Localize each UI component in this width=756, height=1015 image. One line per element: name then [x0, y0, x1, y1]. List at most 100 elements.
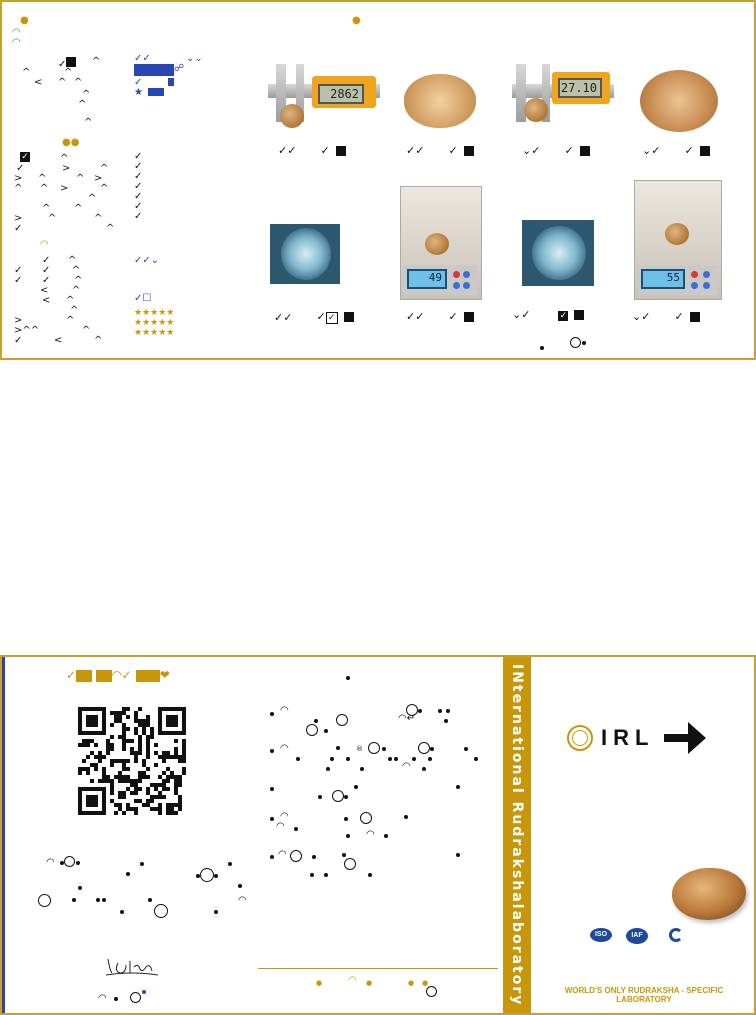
caliper-display: 27.10	[558, 78, 602, 98]
chevron-right-icon: >	[60, 183, 69, 194]
qr-module	[122, 735, 126, 739]
qr-code[interactable]	[78, 707, 186, 815]
xray-photo-1	[270, 224, 340, 284]
qr-module	[114, 719, 118, 723]
caret-icon: ^	[72, 265, 81, 276]
check-mark-icon: ✓	[134, 171, 143, 182]
qr-module	[174, 787, 178, 791]
qr-module	[122, 779, 126, 783]
qr-module	[78, 743, 82, 747]
qr-module	[122, 747, 126, 751]
qr-module	[150, 795, 154, 799]
qr-module	[162, 751, 166, 755]
qr-module	[102, 771, 106, 775]
gold-bullet-icon: ●●	[62, 137, 80, 148]
qr-module	[146, 775, 150, 779]
qr-module	[138, 779, 142, 783]
qr-module	[138, 771, 142, 775]
qr-module	[158, 791, 162, 795]
photo-caption: ⌄✓ ✓	[642, 144, 710, 157]
redaction-box	[335, 145, 346, 156]
qr-module	[114, 803, 118, 807]
photo-caption: ⌄✓ ✓	[522, 144, 590, 157]
redaction-box	[574, 309, 585, 320]
photo-caption: ✓✓ ✓	[406, 144, 474, 157]
signal-icon: ◠	[46, 857, 55, 868]
qr-module	[126, 727, 130, 731]
photo-caption: ⌄✓ ✓	[512, 308, 585, 321]
bead-photo-1	[402, 70, 478, 130]
qr-module	[158, 811, 162, 815]
redaction-box	[463, 145, 474, 156]
qr-module	[130, 747, 134, 751]
gold-bullet-icon: ●	[366, 979, 373, 987]
qr-module	[138, 707, 142, 711]
qr-module	[138, 739, 142, 743]
chevron-down-icon: ⌄⌄	[186, 53, 203, 64]
qr-module	[178, 759, 182, 763]
chevron-down-icon: ⌄✓	[642, 144, 661, 157]
caret-icon: ^	[94, 213, 103, 224]
qr-module	[178, 779, 182, 783]
qr-module	[166, 755, 170, 759]
qr-module	[130, 783, 134, 787]
signal-icon: ◠	[278, 849, 287, 860]
signal-icon: ◠	[12, 27, 21, 38]
qr-module	[142, 731, 146, 735]
footer-rule	[258, 968, 498, 969]
qr-module	[170, 811, 174, 815]
qr-module	[94, 755, 98, 759]
qr-module	[114, 711, 118, 715]
qr-module	[138, 799, 142, 803]
check-mark-icon: ✓	[134, 211, 143, 222]
caret-icon: ^	[82, 325, 91, 336]
qr-module	[170, 771, 174, 775]
caret-icon: ^	[22, 67, 31, 78]
caret-icon: ^	[66, 315, 75, 326]
check-mark-icon: ✓	[16, 163, 25, 174]
qr-module	[118, 719, 122, 723]
right-arrow-icon	[664, 722, 707, 754]
signal-icon: ◠	[276, 821, 285, 832]
qr-module	[118, 715, 122, 719]
qr-module	[182, 739, 186, 743]
qr-module	[110, 759, 114, 763]
signal-icon: ◠	[402, 761, 411, 772]
qr-module	[134, 755, 138, 759]
signal-icon: ◠	[238, 895, 247, 906]
caret-icon: ^	[38, 173, 47, 184]
checkbox-icon: ✓	[20, 152, 30, 162]
caret-icon: ^	[42, 203, 51, 214]
qr-module	[174, 747, 178, 751]
qr-module	[82, 759, 86, 763]
check-mark-icon: ✓	[14, 275, 23, 286]
caret-icon: ^	[78, 99, 87, 110]
qr-module	[162, 759, 166, 763]
caret-icon: ^	[100, 183, 109, 194]
qr-module	[154, 795, 158, 799]
scale-photo-2: 55	[634, 180, 722, 300]
bead-photo-2	[638, 68, 720, 134]
caret-icon: ^	[48, 213, 57, 224]
chevron-right-icon: >	[62, 163, 71, 174]
qr-module	[110, 787, 114, 791]
qr-module	[102, 779, 106, 783]
qr-module	[146, 755, 150, 759]
qr-module	[162, 755, 166, 759]
qr-module	[174, 775, 178, 779]
qr-module	[110, 763, 114, 767]
signal-icon: ◠	[12, 37, 21, 48]
qr-module	[98, 759, 102, 763]
qr-module	[146, 747, 150, 751]
qr-module	[122, 811, 126, 815]
qr-module	[182, 767, 186, 771]
scale-display: 55	[641, 269, 685, 289]
qr-module	[166, 779, 170, 783]
xray-photo-2	[522, 220, 594, 286]
qr-module	[102, 755, 106, 759]
qr-module	[146, 799, 150, 803]
qr-module	[126, 779, 130, 783]
chevron-down-icon: ⌄✓	[522, 144, 541, 157]
qr-module	[154, 743, 158, 747]
caret-icon: ^	[74, 203, 83, 214]
